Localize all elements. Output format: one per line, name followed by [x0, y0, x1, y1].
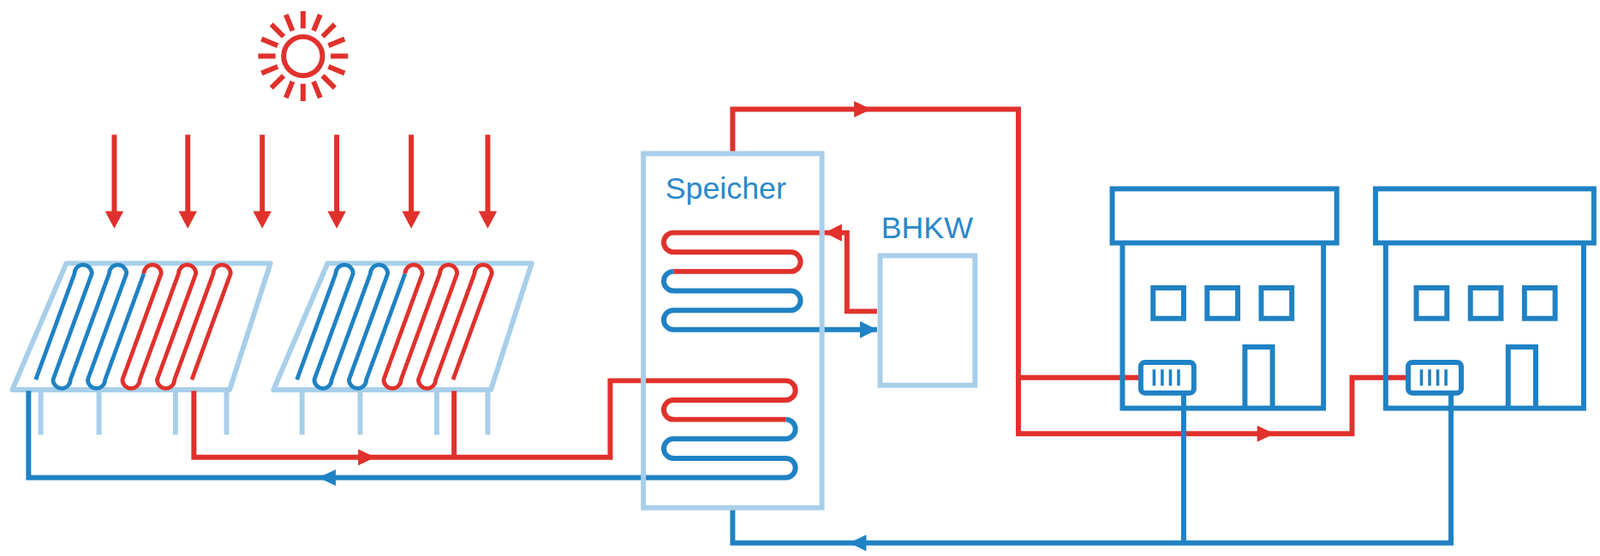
- chp-coil-hot: [663, 232, 825, 272]
- pipe-connector: [824, 327, 878, 333]
- house-windows: [1152, 287, 1292, 319]
- chp-unit: BHKW: [877, 208, 978, 388]
- node-label: Speicher: [645, 155, 787, 208]
- flow-arrow: [853, 101, 1275, 442]
- heating-return-pipe: [732, 393, 1451, 544]
- house-windows: [1416, 287, 1556, 319]
- collector-frame: [11, 262, 270, 390]
- sun-rays: [257, 11, 348, 102]
- collector-supports: [41, 391, 489, 435]
- radiator-fins: [1421, 369, 1447, 386]
- chp-coil-cold: [663, 271, 825, 330]
- house-wall: [1385, 244, 1584, 409]
- solar-return-pipe: [28, 390, 795, 478]
- house-door: [1508, 346, 1536, 408]
- house-wall: [1122, 244, 1324, 409]
- radiation-arrow-heads: [105, 211, 497, 229]
- pipe-connector: [824, 232, 878, 312]
- house-roof: [1112, 188, 1338, 243]
- radiator: [1140, 362, 1195, 394]
- return-arrow: [848, 534, 866, 551]
- sun-disc: [283, 36, 323, 76]
- flow-arrow: [358, 448, 376, 466]
- return-arrow: [318, 469, 336, 486]
- house-roof: [1375, 188, 1595, 243]
- unit-box: [877, 252, 978, 388]
- heating-flow-pipe: [732, 108, 1409, 434]
- radiator: [1408, 362, 1462, 394]
- radiator-fins: [1153, 369, 1179, 386]
- collector-frame: [273, 262, 532, 390]
- storage-tank: Speicher: [640, 150, 824, 510]
- house-door: [1244, 346, 1272, 408]
- radiation-arrow-shafts: [113, 134, 488, 216]
- solar-flow-pipe: [193, 380, 795, 457]
- node-label: BHKW: [877, 208, 978, 246]
- collector-coil-hot: [383, 264, 492, 389]
- collector-coil-hot: [122, 264, 231, 389]
